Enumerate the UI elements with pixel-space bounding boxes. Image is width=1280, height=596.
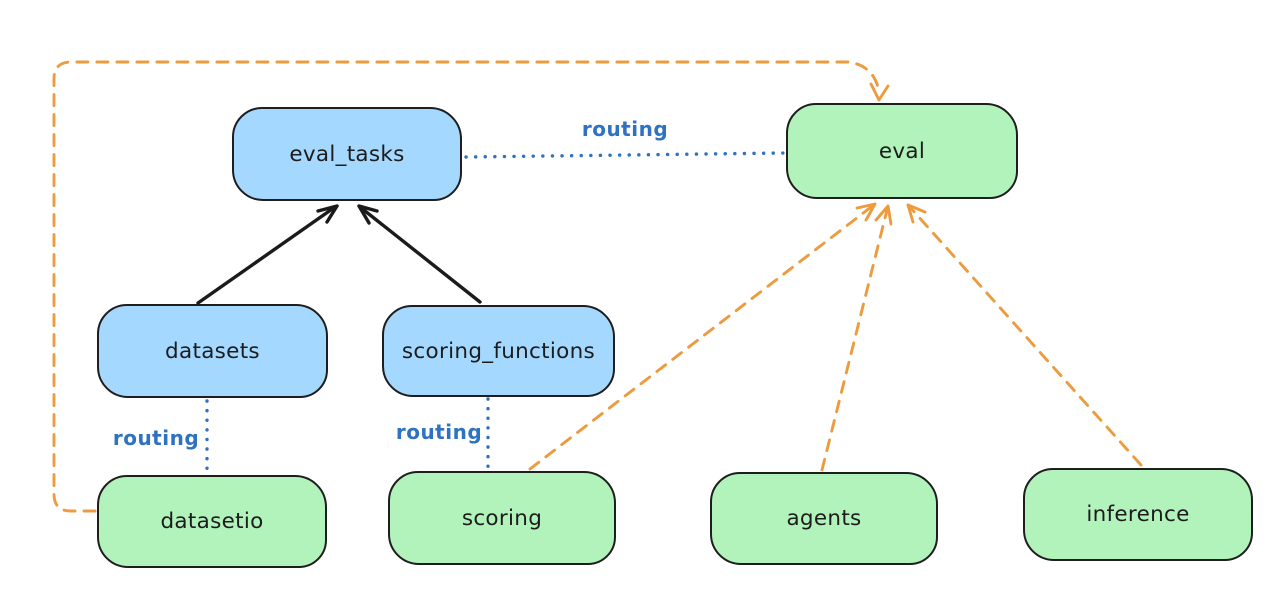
edge-scoring-to-eval <box>528 202 877 471</box>
node-eval-tasks-label: eval_tasks <box>289 141 405 167</box>
node-scoring-functions: scoring_functions <box>382 305 615 397</box>
node-datasets-label: datasets <box>165 338 260 364</box>
node-datasetio: datasetio <box>97 475 327 568</box>
node-eval-label: eval <box>878 138 926 164</box>
edge-agents-to-eval <box>820 204 893 472</box>
edge-label-routing-top: routing <box>581 117 669 141</box>
edge-datasetio-to-eval <box>52 60 890 513</box>
edge-label-routing-scoring: routing <box>395 420 483 444</box>
edge-scoring-functions-to-eval-tasks <box>357 204 482 304</box>
node-scoring-label: scoring <box>461 505 543 531</box>
edge-label-routing-datasets: routing <box>112 426 200 450</box>
node-scoring-functions-label: scoring_functions <box>401 338 596 364</box>
edge-datasets-to-eval-tasks <box>196 204 339 305</box>
node-scoring: scoring <box>388 471 616 565</box>
node-inference: inference <box>1023 468 1253 561</box>
node-eval-tasks: eval_tasks <box>232 107 462 201</box>
node-datasetio-label: datasetio <box>160 509 264 534</box>
node-agents-label: agents <box>786 506 862 531</box>
edge-eval-tasks-to-eval-routing <box>464 151 786 159</box>
edge-inference-to-eval <box>906 203 1143 467</box>
node-eval: eval <box>786 103 1018 199</box>
node-datasets: datasets <box>97 304 328 398</box>
node-agents: agents <box>710 472 938 565</box>
node-inference-label: inference <box>1086 502 1190 527</box>
